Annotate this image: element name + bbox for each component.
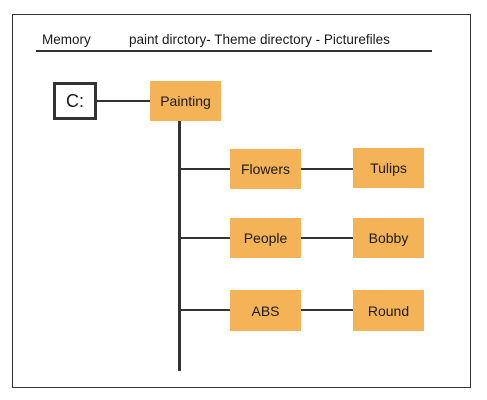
theme-node-flowers: Flowers	[230, 149, 301, 189]
directory-path-label: paint dirctory- Theme directory - Pictur…	[129, 32, 390, 47]
memory-label: Memory	[42, 32, 91, 47]
root-trunk-connector	[178, 121, 181, 371]
drive-node: C:	[53, 82, 97, 120]
file-node-tulips: Tulips	[353, 148, 424, 188]
theme-node-abs: ABS	[230, 290, 301, 331]
diagram-frame	[12, 14, 471, 388]
trunk-to-abs-connector	[178, 309, 230, 311]
root-node-painting: Painting	[150, 81, 221, 121]
theme-node-people: People	[230, 218, 301, 258]
people-to-bobby-connector	[301, 237, 353, 239]
drive-to-root-connector	[97, 100, 150, 102]
header-underline	[36, 50, 432, 52]
abs-to-round-connector	[301, 309, 353, 311]
file-node-bobby: Bobby	[353, 218, 424, 258]
file-node-round: Round	[353, 290, 424, 331]
trunk-to-people-connector	[178, 237, 230, 239]
flowers-to-tulips-connector	[301, 168, 353, 170]
trunk-to-flowers-connector	[178, 168, 230, 170]
